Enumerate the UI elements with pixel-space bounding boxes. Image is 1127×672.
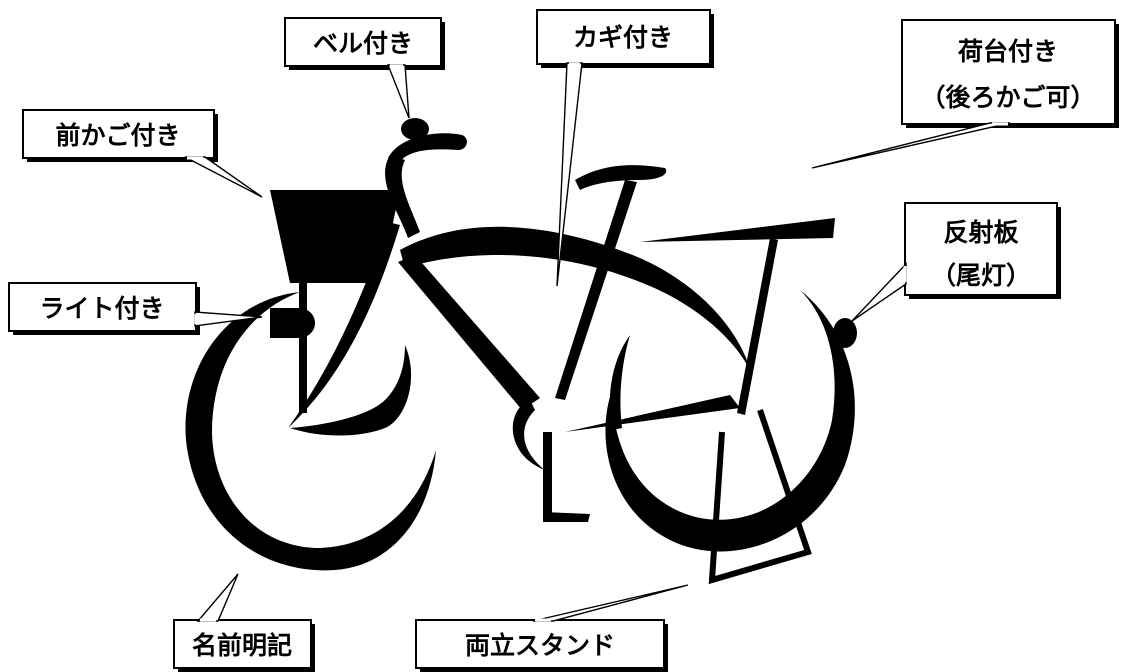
pedal <box>543 512 590 522</box>
rear-reflector <box>833 318 857 348</box>
callout-name-label: 名前明記 <box>192 631 292 660</box>
callout-name: 名前明記 <box>173 573 315 672</box>
crank-arm <box>543 432 552 520</box>
callout-light: ライト付き <box>8 282 263 335</box>
handlebar-grip <box>388 133 467 165</box>
handlebar-stem <box>385 155 420 238</box>
down-tube <box>398 255 540 410</box>
callout-reflector: 反射板 （尾灯） <box>851 202 1061 322</box>
callout-stand-label: 両立スタンド <box>465 631 615 660</box>
saddle <box>575 165 667 190</box>
chain-stay <box>565 395 740 432</box>
callout-bell: ベル付き <box>284 17 445 119</box>
callout-stand: 両立スタンド <box>415 584 689 672</box>
crank-ring <box>512 400 545 470</box>
basket-strut <box>299 283 307 413</box>
seat-tube <box>555 180 637 400</box>
callout-key: カギ付き <box>536 9 714 287</box>
callout-carrier-line2: （後ろかご可） <box>920 83 1095 112</box>
callout-front-basket-label: 前かご付き <box>55 121 180 150</box>
rear-carrier <box>640 218 835 242</box>
callout-bell-label: ベル付き <box>313 29 413 58</box>
callout-carrier: 荷台付き （後ろかご可） <box>811 19 1119 169</box>
callout-carrier-line1: 荷台付き <box>958 37 1058 66</box>
top-tube <box>400 226 752 375</box>
carrier-stay <box>737 238 778 415</box>
bicycle-illustration <box>185 118 855 585</box>
callout-light-label: ライト付き <box>39 294 164 323</box>
bell <box>401 118 429 140</box>
front-basket <box>270 190 400 283</box>
rear-wheel-inner-arc <box>609 335 630 430</box>
head-light <box>270 308 315 338</box>
callout-reflector-line2: （尾灯） <box>931 261 1031 290</box>
kickstand <box>708 409 812 585</box>
callout-reflector-line1: 反射板 <box>943 218 1018 247</box>
callout-front-basket: 前かご付き <box>22 109 263 198</box>
front-wheel-inner-arc <box>290 345 412 436</box>
callout-key-label: カギ付き <box>573 23 673 52</box>
